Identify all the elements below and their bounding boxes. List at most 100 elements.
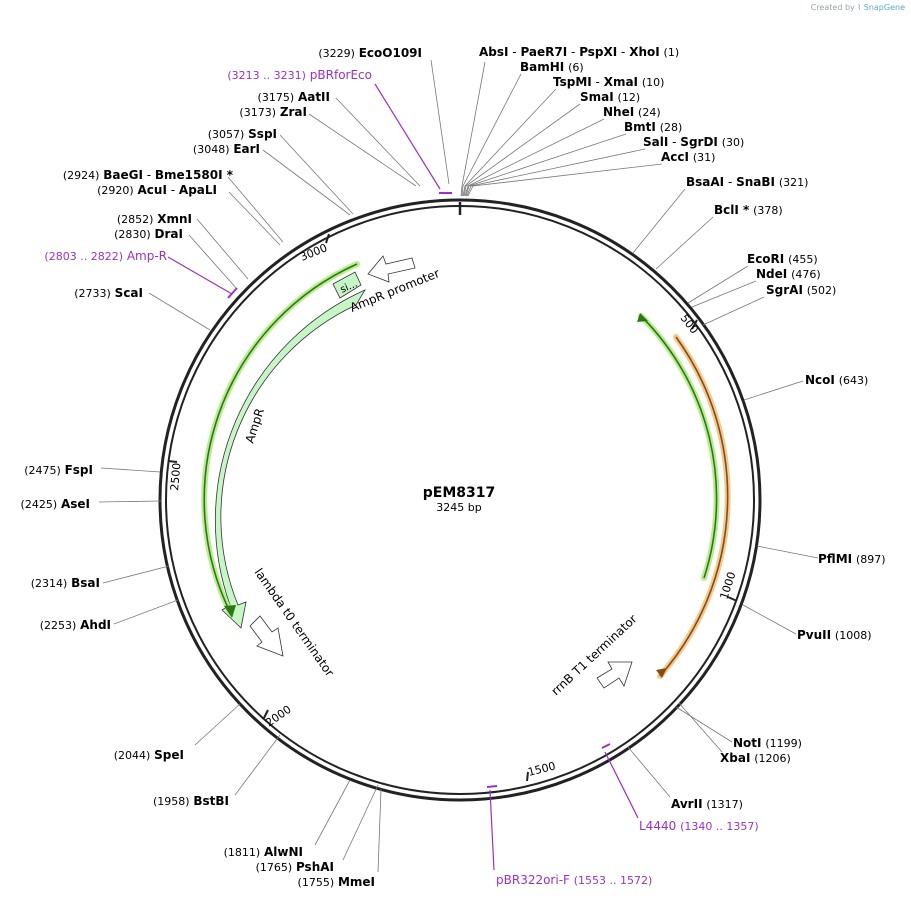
primer-markers [167, 83, 639, 871]
enzyme-position: (31) [693, 151, 716, 164]
enzyme-position: (2044) [114, 749, 151, 762]
enzyme-label-ecori[interactable]: EcoRI (455) [747, 252, 818, 266]
enzyme-position: (28) [660, 121, 683, 134]
enzyme-name: XmnI [157, 212, 192, 226]
enzyme-position: (12) [618, 91, 641, 104]
enzyme-position: (2852) [117, 213, 154, 226]
enzyme-position: (1317) [706, 798, 743, 811]
primer-mark-l4440 [601, 743, 611, 749]
enzyme-label-scai[interactable]: (2733) ScaI [74, 286, 143, 300]
enzyme-position: (2314) [31, 577, 68, 590]
feature-green-arc-left-head [224, 605, 236, 618]
enzyme-name: SnaBI [736, 175, 775, 189]
tick-label-1000: 1000 [717, 570, 738, 601]
feature-ampr-promoter-arrow[interactable] [367, 255, 416, 283]
enzyme-name: PaeR7I [520, 45, 567, 59]
enzyme-label-pshai[interactable]: (1765) PshAI [256, 860, 334, 874]
enzyme-name: AatII [298, 90, 330, 104]
enzyme-label-pflmi[interactable]: PflMI (897) [818, 552, 886, 566]
enzyme-label-ndei[interactable]: NdeI (476) [756, 267, 821, 281]
enzyme-label-absi-xhoi[interactable]: AbsI - PaeR7I - PspXI - XhoI (1) [479, 45, 679, 59]
tick-label-1500: 1500 [527, 760, 557, 779]
enzyme-label-drai[interactable]: (2830) DraI [114, 227, 183, 241]
tick-label-2000: 2000 [263, 703, 293, 730]
enzyme-position: (1008) [835, 629, 872, 642]
enzyme-position: (2733) [74, 287, 111, 300]
enzyme-label-eari[interactable]: (3048) EarI [193, 142, 260, 156]
enzyme-label-sgrai[interactable]: SgrAI (502) [766, 283, 836, 297]
enzyme-name: PshAI [296, 860, 334, 874]
enzyme-name: PspXI [579, 45, 617, 59]
enzyme-name: XbaI [720, 751, 750, 765]
enzyme-name: SmaI [580, 90, 614, 104]
enzyme-label-sali-sgrdi[interactable]: SalI - SgrDI (30) [643, 135, 744, 149]
feature-lambda-t0-arrow[interactable] [249, 615, 284, 657]
enzyme-label-tspmi-xmai[interactable]: TspMI - XmaI (10) [553, 75, 664, 89]
enzyme-name: TspMI [553, 75, 592, 89]
primer-label-pbr322ori-f[interactable]: pBR322ori-F (1553 .. 1572) [496, 873, 652, 887]
enzyme-label-xbai[interactable]: XbaI (1206) [720, 751, 791, 765]
enzyme-name: EarI [233, 142, 260, 156]
feature-rrnb-t1-arrow[interactable] [596, 661, 633, 689]
enzyme-label-bcli[interactable]: BclI * (378) [714, 203, 783, 217]
enzyme-name: XmaI [604, 75, 638, 89]
feature-green-arc-right-glow [638, 313, 720, 581]
enzyme-label-ahdi[interactable]: (2253) AhdI [40, 618, 111, 632]
enzyme-label-bsai[interactable]: (2314) BsaI [31, 576, 100, 590]
plasmid-length: 3245 bp [436, 501, 481, 514]
enzyme-name: MmeI [338, 875, 375, 889]
enzyme-name: DraI [155, 227, 183, 241]
enzyme-label-aatii[interactable]: (3175) AatII [258, 90, 330, 104]
enzyme-label-bstbi[interactable]: (1958) BstBI [153, 794, 229, 808]
enzyme-position: (24) [638, 106, 661, 119]
enzyme-label-nhei[interactable]: NheI (24) [603, 105, 661, 119]
enzyme-name: AseI [61, 497, 90, 511]
enzyme-label-sspi[interactable]: (3057) SspI [208, 127, 277, 141]
enzyme-label-fspi[interactable]: (2475) FspI [24, 463, 93, 477]
feature-signal-sequence[interactable] [332, 271, 362, 299]
enzyme-label-mmei[interactable]: (1755) MmeI [298, 875, 375, 889]
enzyme-label-noti[interactable]: NotI (1199) [733, 736, 802, 750]
enzyme-label-bsaai-snabi[interactable]: BsaAI - SnaBI (321) [686, 175, 808, 189]
primer-name: pBRforEco [310, 68, 372, 82]
primer-label-l4440[interactable]: L4440 (1340 .. 1357) [639, 819, 759, 833]
credit-prefix: Created by [810, 3, 855, 12]
feature-green-arc-right[interactable] [640, 315, 718, 579]
enzyme-position: (2924) [63, 169, 100, 182]
feature-green-arc-left[interactable] [203, 263, 358, 615]
enzyme-label-bamhi[interactable]: BamHI (6) [520, 60, 584, 74]
primer-leader-pbrforeco [374, 83, 441, 190]
tick-2500: 2500 [167, 460, 183, 491]
primer-label-pbrforeco[interactable]: (3213 .. 3231) pBRforEco [227, 68, 372, 82]
enzyme-name: ScaI [115, 286, 143, 300]
enzyme-label-xmni[interactable]: (2852) XmnI [117, 212, 192, 226]
enzyme-label-pvuii[interactable]: PvuII (1008) [797, 628, 872, 642]
enzyme-label-spei[interactable]: (2044) SpeI [114, 748, 184, 762]
feature-label-rrnb-t1: rrnB T1 terminator [548, 612, 639, 698]
enzyme-label-zrai[interactable]: (3173) ZraI [239, 105, 307, 119]
enzyme-label-ecoo109i[interactable]: (3229) EcoO109I [318, 46, 422, 60]
enzyme-name: NheI [603, 105, 634, 119]
enzyme-label-bmti[interactable]: BmtI (28) [624, 120, 682, 134]
feature-green-arc-right-head [637, 313, 648, 322]
feature-ampr-arrow[interactable] [214, 289, 366, 629]
enzyme-label-baegi-bme1580i[interactable]: (2924) BaeGI - Bme1580I * [63, 168, 234, 182]
primer-label-amp-r[interactable]: (2803 .. 2822) Amp-R [44, 249, 167, 263]
enzyme-position: (6) [568, 61, 584, 74]
enzyme-label-avrii[interactable]: AvrII (1317) [671, 797, 743, 811]
primer-mark-pbr322ori [486, 785, 498, 788]
enzyme-label-acci[interactable]: AccI (31) [661, 150, 715, 164]
enzyme-label-asei[interactable]: (2425) AseI [21, 497, 90, 511]
enzyme-label-alwni[interactable]: (1811) AlwNI [224, 845, 303, 859]
enzyme-name: ApaLI [179, 183, 217, 197]
tick-1000: 1000 [717, 570, 739, 602]
enzyme-name: AvrII [671, 797, 703, 811]
enzyme-position: (1958) [153, 795, 190, 808]
features-layer: AmpR promoter AmpR lambda t0 terminator … [201, 255, 731, 698]
enzyme-label-smai[interactable]: SmaI (12) [580, 90, 640, 104]
enzyme-position: (10) [642, 76, 665, 89]
enzyme-label-acui-apali[interactable]: (2920) AcuI - ApaLI [97, 183, 217, 197]
enzyme-label-ncoi[interactable]: NcoI (643) [805, 373, 868, 387]
feature-orange-arc[interactable] [659, 336, 729, 677]
